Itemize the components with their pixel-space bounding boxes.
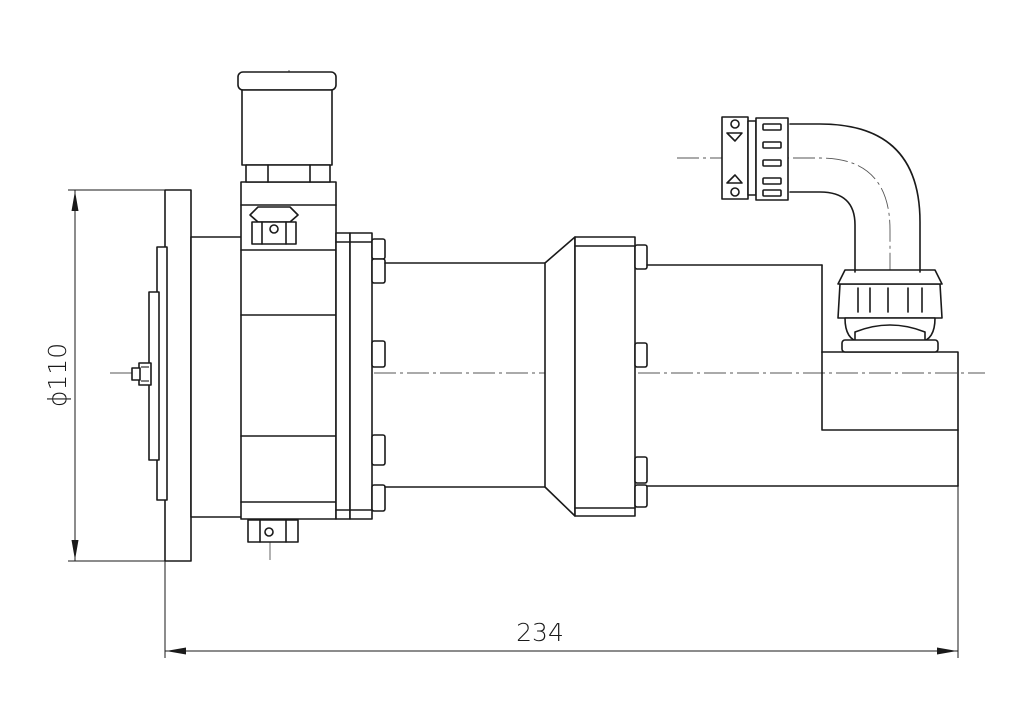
dimension-length: 234 [164,486,959,658]
hex-nut-upper [249,206,299,245]
diameter-label: ϕ110 [43,343,72,407]
bolt-heads-flange-2 [634,244,648,508]
bolt-heads-flange-1 [371,238,386,512]
length-label: 234 [516,618,564,647]
connector-plug [721,116,789,201]
motor-cap [237,71,337,183]
mounting-flange [131,189,192,562]
cable-gland [837,269,943,353]
hex-nut-lower [247,519,299,543]
middle-shaft [384,236,636,517]
conduit-elbow [789,123,921,273]
dimension-diameter: ϕ110 [43,189,165,562]
